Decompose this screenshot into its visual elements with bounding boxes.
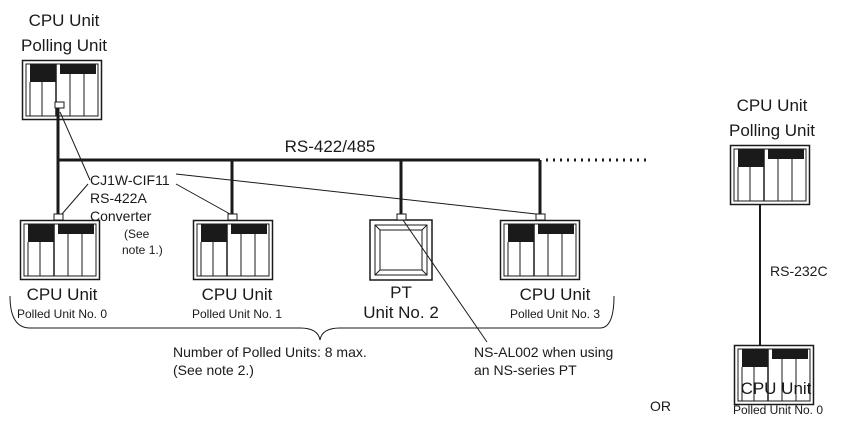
converter-note-1: (See bbox=[124, 227, 150, 241]
converter-1-icon bbox=[227, 213, 238, 221]
pt-icon bbox=[369, 219, 433, 281]
polling-unit-label-2: Polling Unit bbox=[21, 36, 107, 55]
pt-note-2: an NS-series PT bbox=[474, 362, 577, 378]
converter-3-icon bbox=[535, 213, 546, 221]
polled-unit-1-icon bbox=[192, 219, 274, 281]
unit-1-sub: Polled Unit No. 1 bbox=[192, 307, 282, 321]
unit-0-sub: Polled Unit No. 0 bbox=[17, 307, 107, 321]
pt-adapter-icon bbox=[396, 213, 407, 221]
bus-label: RS-422/485 bbox=[285, 137, 376, 156]
polling-unit-label-1: CPU Unit bbox=[29, 11, 100, 30]
count-note-1: Number of Polled Units: 8 max. bbox=[173, 344, 367, 360]
pt-note-pointer bbox=[402, 219, 488, 343]
polling-converter-icon bbox=[54, 101, 65, 109]
unit-3-sub: Polled Unit No. 3 bbox=[510, 307, 600, 321]
alt-polled-sub: Polled Unit No. 0 bbox=[733, 403, 823, 417]
converter-name-2: Converter bbox=[90, 208, 152, 224]
converter-0-icon bbox=[53, 213, 64, 221]
callout-line-unit3 bbox=[175, 173, 537, 215]
unit-1-type: CPU Unit bbox=[202, 285, 273, 304]
unit-2-type: PT bbox=[390, 283, 412, 302]
rs232c-label: RS-232C bbox=[770, 263, 828, 279]
callout-line-polling bbox=[59, 111, 91, 181]
group-brace bbox=[9, 295, 615, 341]
converter-name-1: RS-422A bbox=[90, 190, 147, 206]
or-label: OR bbox=[650, 398, 671, 414]
converter-note-2: note 1.) bbox=[122, 243, 163, 257]
alt-polling-label-2: Polling Unit bbox=[729, 121, 815, 140]
converter-model: CJ1W-CIF11 bbox=[90, 172, 170, 188]
callout-line-unit1 bbox=[175, 183, 231, 215]
unit-2-sub: Unit No. 2 bbox=[363, 303, 439, 322]
left-network: CPU Unit Polling Unit RS-422/485 CJ1W-CI… bbox=[9, 11, 650, 378]
callout-line-unit0 bbox=[61, 183, 89, 215]
polled-unit-0-icon bbox=[19, 219, 101, 281]
polled-unit-3-icon bbox=[499, 219, 581, 281]
alt-polled-type: CPU Unit bbox=[741, 379, 812, 398]
pt-note-1: NS-AL002 when using bbox=[474, 344, 613, 360]
polling-plc-icon bbox=[21, 59, 103, 121]
unit-0-type: CPU Unit bbox=[27, 285, 98, 304]
alt-polling-label-1: CPU Unit bbox=[737, 96, 808, 115]
alt-polling-plc-icon bbox=[729, 144, 811, 206]
alternative-network: OR CPU Unit Polling Unit RS-232C CPU Uni… bbox=[650, 96, 828, 417]
count-note-2: (See note 2.) bbox=[173, 362, 254, 378]
unit-3-type: CPU Unit bbox=[520, 285, 591, 304]
